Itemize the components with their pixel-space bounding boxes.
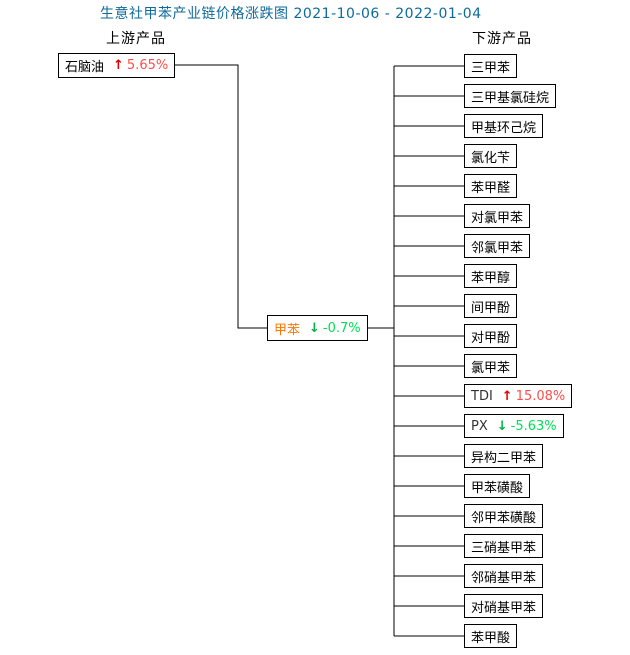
- node-label: 苯甲醛: [471, 180, 511, 196]
- node-label: 石脑油: [65, 60, 105, 75]
- node-label: 甲苯: [274, 322, 301, 338]
- node-trimethylchlorosilane[interactable]: 三甲基氯硅烷: [464, 84, 557, 108]
- downstream-row: 苯甲醇: [464, 261, 572, 291]
- downstream-row: 氯甲苯: [464, 351, 572, 381]
- downstream-row: PX ↓ -5.63%: [464, 411, 572, 441]
- downstream-row: 对硝基甲苯: [464, 591, 572, 621]
- node-label: 间甲酚: [471, 300, 511, 316]
- node-methylcyclohexane[interactable]: 甲基环己烷: [464, 114, 544, 138]
- node-toluene[interactable]: 甲苯 ↓ -0.7%: [267, 315, 368, 341]
- downstream-row: 三甲基氯硅烷: [464, 81, 572, 111]
- node-label: 氯化苄: [471, 150, 511, 166]
- node-label: TDI: [471, 388, 493, 404]
- node-p-cresol[interactable]: 对甲酚: [464, 324, 518, 348]
- node-o-chlorotoluene[interactable]: 邻氯甲苯: [464, 234, 531, 258]
- downstream-row: 甲基环己烷: [464, 111, 572, 141]
- node-label: 邻氯甲苯: [471, 240, 524, 256]
- up-arrow-icon: ↑: [501, 388, 513, 404]
- node-label: 邻硝基甲苯: [471, 570, 537, 586]
- node-label: 苯甲酸: [471, 630, 511, 646]
- node-label: 甲苯磺酸: [471, 480, 524, 496]
- node-trimethylbenzene[interactable]: 三甲苯: [464, 54, 518, 78]
- downstream-row: 甲苯磺酸: [464, 471, 572, 501]
- downstream-header: 下游产品: [472, 31, 532, 47]
- downstream-row: 间甲酚: [464, 291, 572, 321]
- node-m-cresol[interactable]: 间甲酚: [464, 294, 518, 318]
- downstream-row: 邻硝基甲苯: [464, 561, 572, 591]
- node-mixed-xylene[interactable]: 异构二甲苯: [464, 444, 544, 468]
- downstream-row: 苯甲酸: [464, 621, 572, 651]
- node-label: 苯甲醇: [471, 270, 511, 286]
- price-change-value: 5.65%: [126, 58, 169, 73]
- downstream-list: 三甲苯 三甲基氯硅烷 甲基环己烷 氯化苄 苯甲醛 对氯甲苯: [464, 51, 573, 651]
- node-benzyl-alcohol[interactable]: 苯甲醇: [464, 264, 518, 288]
- node-o-nitrotoluene[interactable]: 邻硝基甲苯: [464, 564, 544, 588]
- node-px[interactable]: PX ↓ -5.63%: [464, 414, 564, 438]
- downstream-row: 三甲苯: [464, 51, 572, 81]
- node-chlorotoluene[interactable]: 氯甲苯: [464, 354, 518, 378]
- node-label: 三硝基甲苯: [471, 540, 537, 556]
- price-change: ↑ 15.08%: [502, 389, 565, 404]
- downstream-row: 三硝基甲苯: [464, 531, 572, 561]
- price-change-value: -5.63%: [510, 418, 557, 434]
- node-p-chlorotoluene[interactable]: 对氯甲苯: [464, 204, 531, 228]
- node-label: 三甲苯: [471, 60, 511, 76]
- node-naphtha[interactable]: 石脑油 ↑ 5.65%: [58, 53, 176, 78]
- upstream-header: 上游产品: [106, 31, 166, 47]
- node-label: 邻甲苯磺酸: [471, 510, 537, 526]
- up-arrow-icon: ↑: [113, 58, 124, 73]
- node-benzoic-acid[interactable]: 苯甲酸: [464, 624, 518, 648]
- node-label: PX: [471, 418, 488, 434]
- price-change-value: -0.7%: [322, 320, 361, 336]
- downstream-row: 苯甲醛: [464, 171, 572, 201]
- downstream-row: 异构二甲苯: [464, 441, 572, 471]
- down-arrow-icon: ↓: [309, 320, 320, 336]
- page-title: 生意社甲苯产业链价格涨跌图 2021-10-06 - 2022-01-04: [100, 6, 482, 22]
- node-label: 对氯甲苯: [471, 210, 524, 226]
- node-label: 三甲基氯硅烷: [471, 90, 550, 106]
- price-change-value: 15.08%: [515, 388, 566, 404]
- upstream-to-center-connector: [167, 64, 267, 329]
- node-label: 甲基环己烷: [471, 120, 537, 136]
- downstream-row: TDI ↑ 15.08%: [464, 381, 573, 411]
- node-o-toluenesulfonic-acid[interactable]: 邻甲苯磺酸: [464, 504, 544, 528]
- node-tdi[interactable]: TDI ↑ 15.08%: [464, 384, 573, 408]
- price-change: ↓ -5.63%: [497, 419, 557, 434]
- price-change: ↑ 5.65%: [113, 58, 168, 73]
- price-change: ↓ -0.7%: [309, 321, 361, 336]
- downstream-row: 氯化苄: [464, 141, 572, 171]
- node-p-nitrotoluene[interactable]: 对硝基甲苯: [464, 594, 544, 618]
- downstream-row: 邻甲苯磺酸: [464, 501, 572, 531]
- node-label: 对甲酚: [471, 330, 511, 346]
- node-label: 对硝基甲苯: [471, 600, 537, 616]
- downstream-row: 邻氯甲苯: [464, 231, 572, 261]
- downstream-row: 对甲酚: [464, 321, 572, 351]
- node-benzaldehyde[interactable]: 苯甲醛: [464, 174, 518, 198]
- node-trinitrotoluene[interactable]: 三硝基甲苯: [464, 534, 544, 558]
- downstream-row: 对氯甲苯: [464, 201, 572, 231]
- node-benzyl-chloride[interactable]: 氯化苄: [464, 144, 518, 168]
- node-toluenesulfonic-acid[interactable]: 甲苯磺酸: [464, 474, 531, 498]
- node-label: 氯甲苯: [471, 360, 511, 376]
- node-label: 异构二甲苯: [471, 450, 537, 466]
- down-arrow-icon: ↓: [496, 418, 508, 434]
